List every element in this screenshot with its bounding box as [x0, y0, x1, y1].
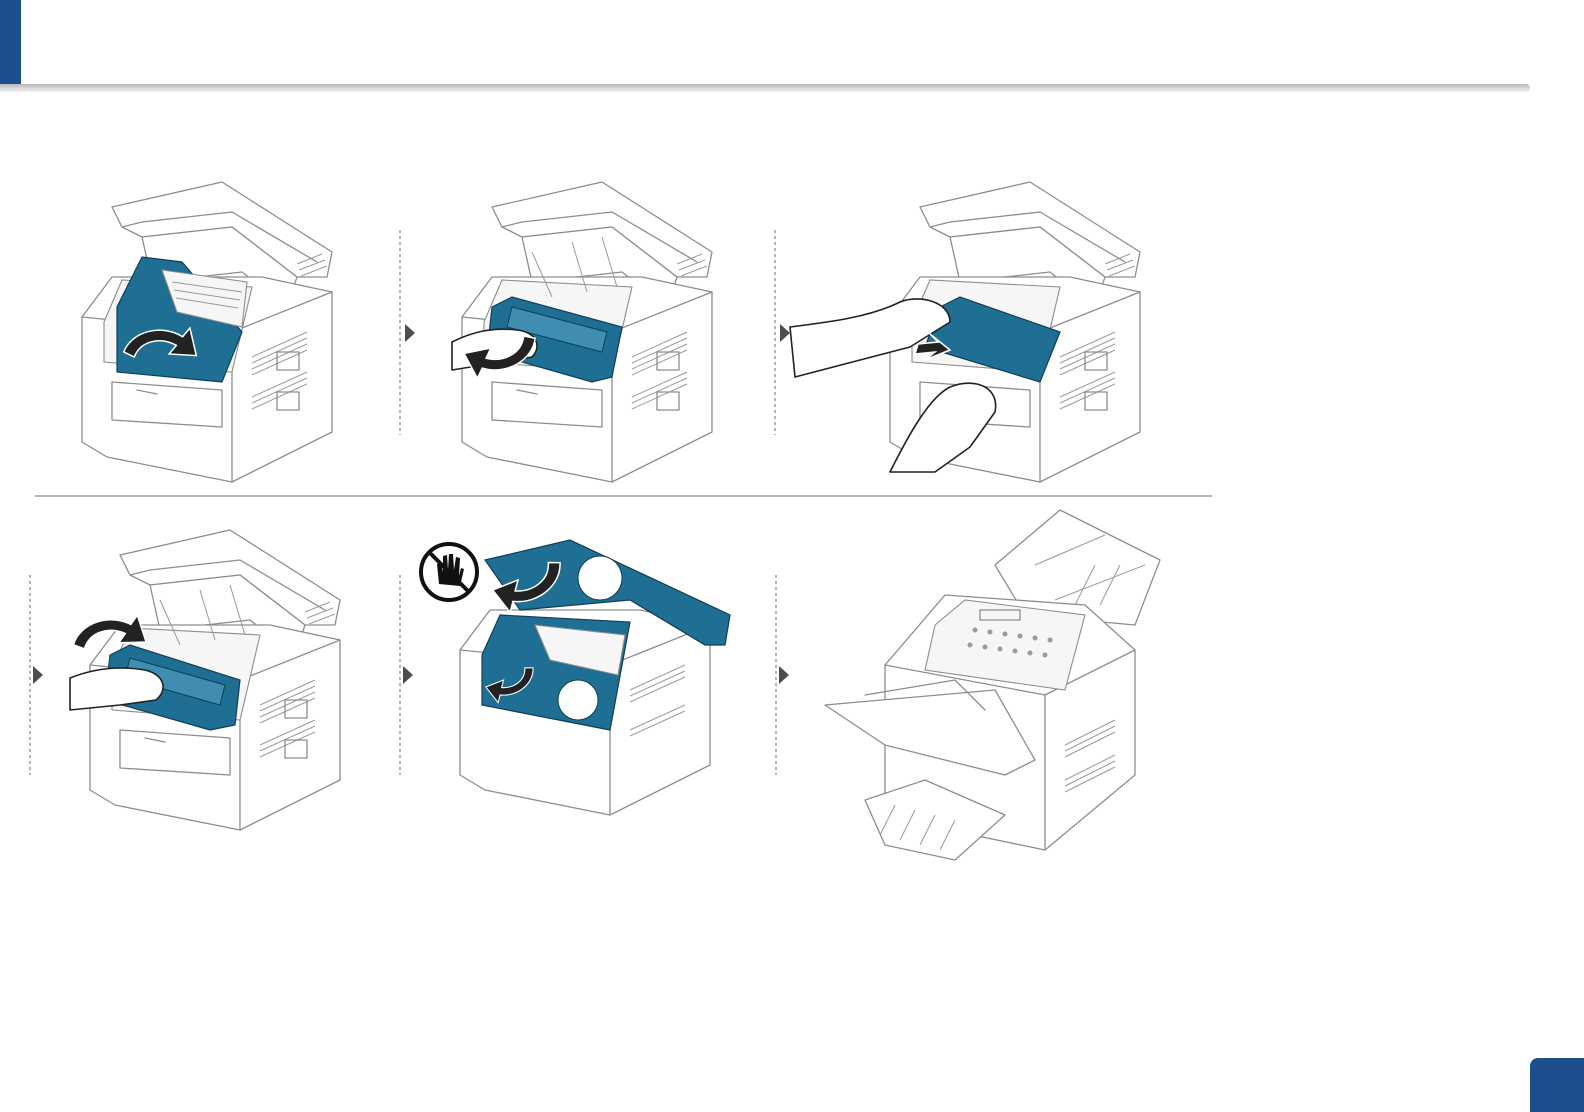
next-step-arrow-icon [780, 324, 790, 342]
step-1-illustration [82, 182, 332, 482]
next-step-arrow-icon [405, 324, 415, 342]
do-not-touch-icon [421, 544, 477, 600]
step-3-illustration [790, 182, 1140, 482]
next-step-arrow-icon [33, 666, 43, 684]
next-step-arrow-icon [779, 666, 789, 684]
step-2-illustration [452, 182, 712, 482]
next-step-arrow-icon [403, 666, 413, 684]
step-5-illustration [460, 540, 730, 815]
step-4-illustration [70, 530, 340, 830]
page-number-badge [1530, 1058, 1584, 1112]
step-6-illustration [825, 510, 1160, 860]
